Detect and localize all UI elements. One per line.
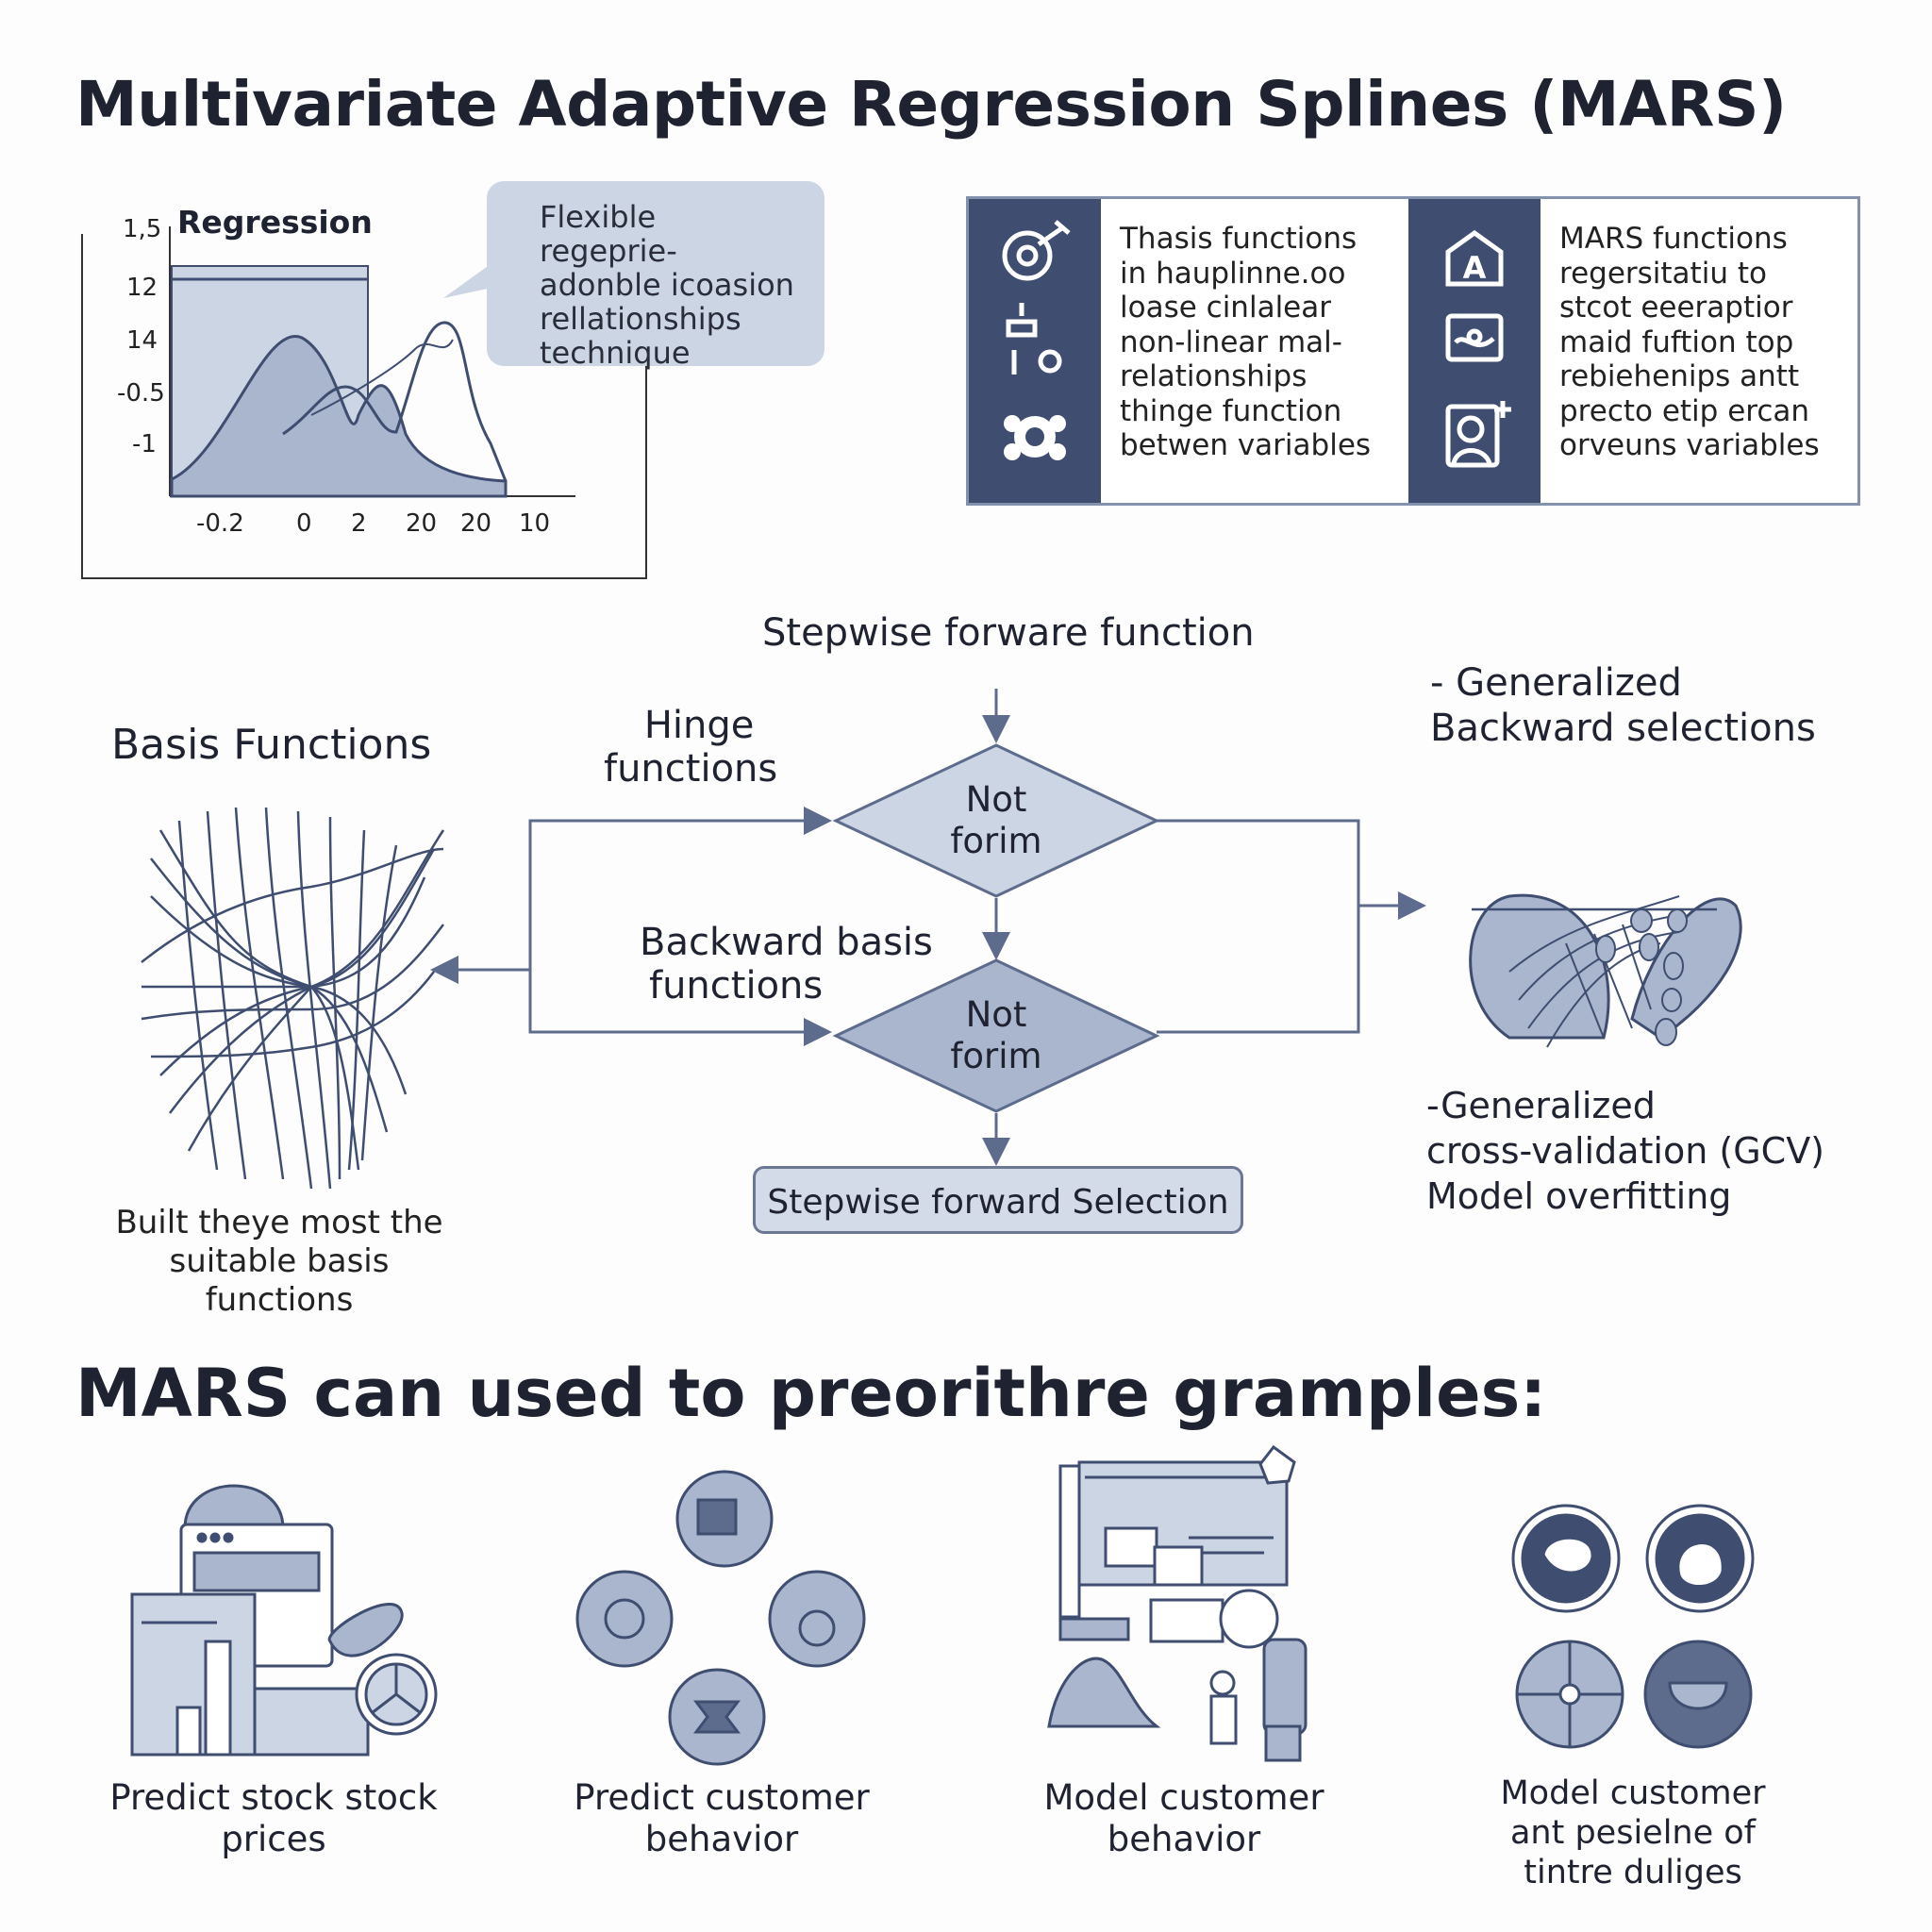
x-tick: -0.2	[196, 509, 244, 538]
panel-line: in hauplinne.oo	[1120, 256, 1346, 291]
x-tick: 2	[351, 509, 367, 538]
hinge-label: Hinge functions	[604, 704, 777, 791]
bubble-line: technique	[540, 335, 691, 371]
hook-gear-icon	[1006, 303, 1062, 375]
basis-heading: Basis Functions	[111, 721, 432, 769]
use-caption-model-customer-2: Model customer ant pesielne of tintre du…	[1458, 1774, 1807, 1892]
panel-line: regersitatiu to	[1559, 256, 1767, 291]
diamond-line: Not	[965, 994, 1027, 1035]
svg-text:A: A	[1463, 250, 1487, 286]
backward-selection-illustration	[1469, 893, 1742, 1048]
y-tick: 14	[126, 326, 158, 355]
caption-line: Predict stock stock	[109, 1777, 438, 1818]
caption-line: suitable basis functions	[169, 1242, 390, 1319]
stepwise-selection-box: Stepwise forward Selection	[753, 1166, 1243, 1234]
y-tick: -0.5	[117, 379, 165, 408]
customer-profile-icons	[1511, 1504, 1755, 1749]
label-line: -Generalized	[1426, 1085, 1656, 1126]
x-tick: 10	[519, 509, 551, 538]
bubble-line: rellationships	[540, 301, 741, 337]
left-icon-column	[969, 199, 1101, 503]
caption-line: behavior	[1107, 1819, 1261, 1859]
y-tick: 12	[126, 274, 158, 302]
panel-line: betwen variables	[1120, 428, 1372, 462]
caption-line: tintre duliges	[1524, 1854, 1742, 1891]
panel-left-text: Thasis functions in hauplinne.oo loase c…	[1120, 222, 1371, 463]
presentation-scene-icon	[1047, 1444, 1307, 1762]
customer-cycle-icon	[575, 1470, 866, 1766]
panel-line: stcot eeeraptior	[1559, 291, 1793, 325]
label-line: - Generalized	[1430, 661, 1682, 705]
label-line: Hinge	[643, 704, 755, 747]
diamond-2-text: Not forim	[902, 994, 1091, 1077]
x-tick: 20	[460, 509, 492, 538]
use-caption-model-customer: Model customer behavior	[1009, 1777, 1358, 1860]
panel-line: rebiehenips antt	[1559, 359, 1800, 393]
caption-line: prices	[221, 1819, 326, 1859]
page-title: Multivariate Adaptive Regression Splines…	[75, 68, 1787, 141]
panel-right-text: MARS functions regersitatiu to stcot eee…	[1559, 222, 1820, 463]
cog-cluster-icon	[1004, 415, 1066, 460]
bubble-line: Flexible regeprie-	[540, 199, 677, 269]
target-wrench-icon	[1002, 220, 1071, 281]
panel-line: relationships	[1120, 359, 1307, 393]
uses-heading: MARS can used to preorithre gramples:	[75, 1355, 1547, 1432]
panel-line: MARS functions	[1559, 222, 1788, 256]
label-line: Model overfitting	[1426, 1175, 1732, 1217]
stock-dashboard-icon	[130, 1484, 438, 1757]
diamond-line: forim	[950, 1036, 1042, 1076]
bubble-tail	[443, 264, 496, 298]
label-line: functions	[604, 747, 778, 791]
label-line: Backward selections	[1430, 707, 1816, 750]
panel-line: maid fuftion top	[1559, 325, 1794, 359]
panel-line: loase cinlalear	[1120, 291, 1331, 325]
basis-mesh-illustration	[141, 807, 445, 1190]
diamond-1-text: Not forim	[902, 779, 1091, 862]
panel-line: Thasis functions	[1120, 222, 1357, 256]
right-icon-column: A	[1408, 199, 1541, 503]
label-line: functions	[649, 964, 824, 1008]
regression-curves	[169, 226, 575, 498]
caption-line: behavior	[644, 1819, 799, 1859]
flow-top-label: Stepwise forware function	[762, 611, 1255, 655]
decision-diamond-2	[832, 958, 1160, 1113]
panel-line: orveuns variables	[1559, 428, 1820, 462]
curve-line	[282, 321, 508, 482]
panel-line: precto etip ercan	[1559, 393, 1810, 428]
caption-line: Model customer	[1043, 1777, 1324, 1818]
monitor-chart-icon	[1445, 313, 1504, 362]
caption-line: ant pesielne of	[1509, 1814, 1757, 1852]
gcv-label: -Generalized cross-validation (GCV) Mode…	[1426, 1083, 1824, 1219]
caption-line: Built theye most the	[115, 1204, 443, 1241]
basis-caption: Built theye most the suitable basis func…	[91, 1204, 468, 1320]
curve-area	[170, 334, 508, 498]
house-letter-a-icon: A	[1445, 229, 1504, 287]
x-tick: 0	[296, 509, 312, 538]
backward-label: Backward basis functions	[640, 921, 933, 1008]
use-caption-stock: Predict stock stock prices	[94, 1777, 453, 1860]
chart-title: Regression	[177, 204, 373, 241]
y-tick: 1,5	[123, 215, 162, 243]
label-line: cross-validation (GCV)	[1426, 1130, 1825, 1172]
diamond-line: Not	[965, 779, 1027, 820]
decision-diamond-1	[832, 743, 1160, 898]
person-plus-icon	[1445, 401, 1511, 468]
y-tick: -1	[132, 430, 157, 458]
bubble-line: adonble icoasion	[540, 267, 794, 303]
panel-line: thinge function	[1120, 393, 1342, 428]
diamond-line: forim	[950, 821, 1042, 861]
flow-diagram	[141, 689, 1742, 1190]
regression-chart-frame	[81, 234, 647, 579]
description-bubble: Flexible regeprie- adonble icoasion rell…	[487, 181, 824, 370]
uses-illustrations	[130, 1444, 1755, 1766]
use-caption-predict-customer: Predict customer behavior	[547, 1777, 896, 1860]
caption-line: Model customer	[1500, 1774, 1766, 1812]
label-line: Backward basis	[640, 921, 933, 964]
generalized-backward-label: - Generalized Backward selections	[1430, 660, 1816, 751]
x-tick: 20	[406, 509, 438, 538]
panel-line: non-linear mal-	[1120, 325, 1342, 359]
info-panel: Thasis functions in hauplinne.oo loase c…	[966, 196, 1860, 506]
caption-line: Predict customer	[574, 1777, 870, 1818]
